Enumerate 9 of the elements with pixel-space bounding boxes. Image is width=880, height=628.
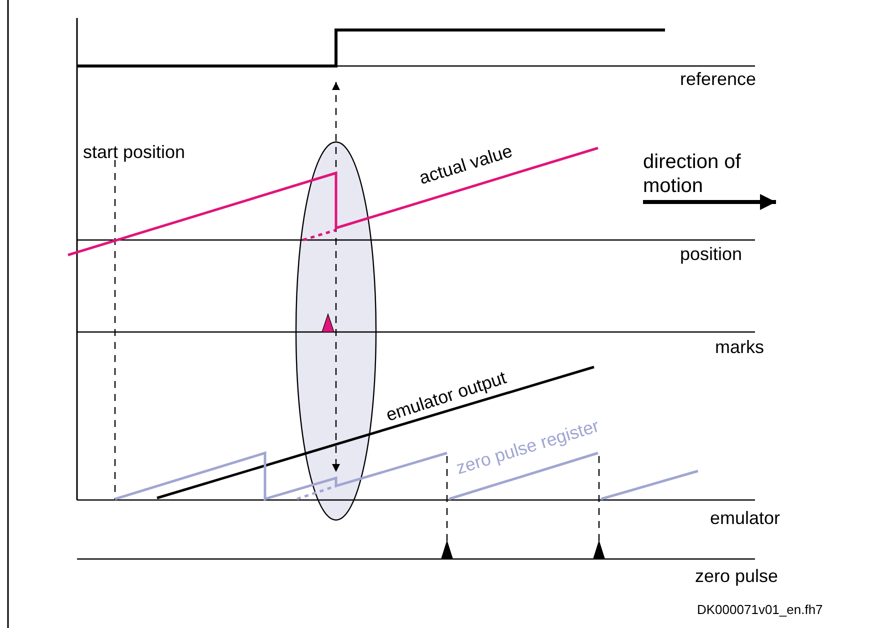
signal-label: position — [680, 244, 742, 265]
signal-label: marks — [715, 337, 764, 358]
annotation-label: start position — [83, 142, 186, 163]
curve-label: actual value — [416, 140, 515, 189]
document-code: DK000071v01_en.fh7 — [697, 602, 823, 618]
signal-label: reference — [680, 69, 756, 90]
direction-label: direction of motion — [643, 150, 742, 198]
signal-label: emulator — [710, 508, 780, 529]
signal-label: zero pulse — [695, 566, 778, 587]
